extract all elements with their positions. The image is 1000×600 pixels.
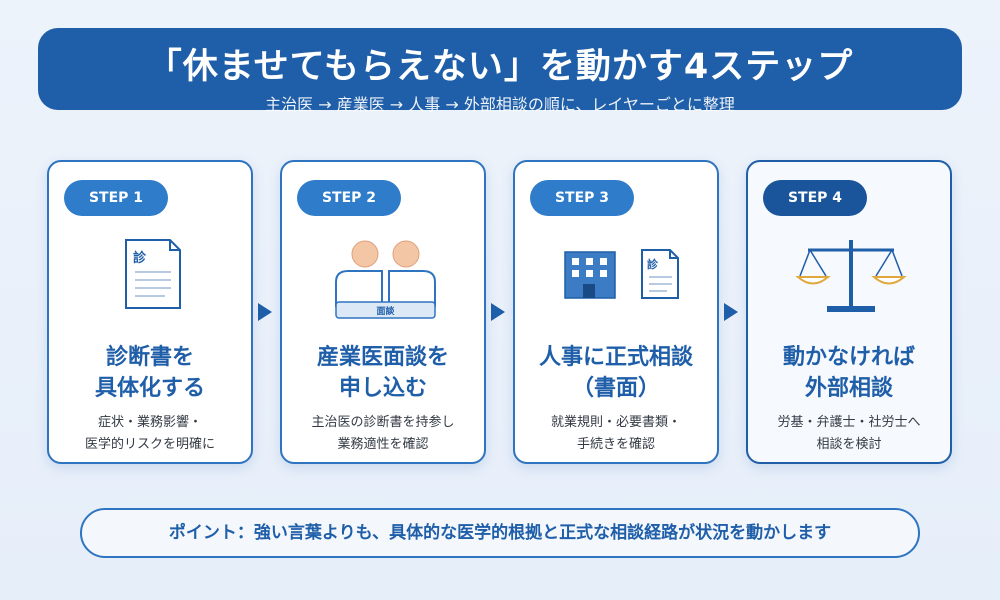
step-card-1: STEP 1 診 診断書を具体化する 症状・業務影響・医学的リスクを明確に bbox=[47, 160, 253, 464]
arrow-right-icon bbox=[724, 303, 738, 321]
step-badge: STEP 3 bbox=[530, 180, 634, 216]
interview-people-icon: 面談 bbox=[335, 240, 436, 319]
icon-text: 面談 bbox=[376, 305, 395, 317]
page-subtitle: 主治医 → 産業医 → 人事 → 外部相談の順に、レイヤーごとに整理 bbox=[265, 95, 735, 114]
step-description: 労基・弁護士・社労士へ相談を検討 bbox=[777, 415, 921, 452]
scales-icon bbox=[795, 240, 907, 312]
step-description: 就業規則・必要書類・手続きを確認 bbox=[550, 415, 681, 452]
medical-certificate-icon: 診 bbox=[125, 239, 181, 309]
arrow-right-icon bbox=[491, 303, 505, 321]
step-badge: STEP 1 bbox=[64, 180, 168, 216]
icon-text: 診 bbox=[647, 257, 659, 271]
step-badge: STEP 2 bbox=[297, 180, 401, 216]
step-description: 症状・業務影響・医学的リスクを明確に bbox=[84, 415, 215, 452]
step-description: 主治医の診断書を持参し業務適性を確認 bbox=[311, 415, 455, 452]
step-title: 人事に正式相談（書面） bbox=[538, 345, 693, 401]
step-title: 産業医面談を申し込む bbox=[316, 345, 449, 401]
step-badge: STEP 4 bbox=[763, 180, 867, 216]
page-title: 「休ませてもらえない」を動かす4ステップ bbox=[146, 47, 854, 87]
step-card-2: STEP 2 面談 産業医面談を申し込む 主治医の診断書を持参し業務適性を確認 bbox=[280, 160, 486, 464]
key-point-banner: ポイント：強い言葉よりも、具体的な医学的根拠と正式な相談経路が状況を動かします bbox=[80, 508, 920, 558]
arrow-right-icon bbox=[258, 303, 272, 321]
step-title: 診断書を具体化する bbox=[94, 345, 205, 401]
header-banner: 「休ませてもらえない」を動かす4ステップ 主治医 → 産業医 → 人事 → 外部… bbox=[38, 28, 962, 114]
step-card-3: STEP 3 診 人事に正式相談（書面） 就業規則・必要書類・手続きを確認 bbox=[513, 160, 719, 464]
document-icon: 診 bbox=[641, 249, 679, 299]
office-building-icon: 診 bbox=[564, 249, 679, 299]
step-title: 動かなければ外部相談 bbox=[782, 345, 915, 401]
step-card-4: STEP 4 動かなければ外部相談 労基・弁護士・社労士へ相談を検討 bbox=[746, 160, 952, 464]
icon-text: 診 bbox=[133, 250, 147, 266]
